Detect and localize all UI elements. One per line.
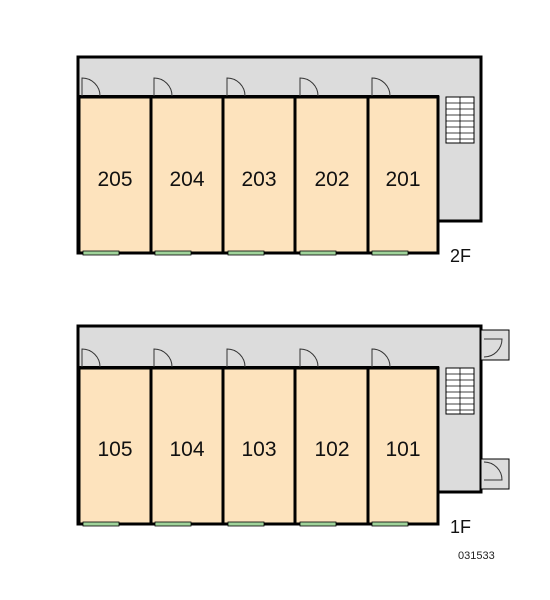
door-swing-icon (483, 338, 503, 358)
staircase-icon (445, 96, 475, 144)
room-204[interactable]: 204 (149, 95, 225, 255)
room-number: 201 (385, 168, 420, 191)
room-number: 202 (314, 168, 349, 191)
room-103[interactable]: 103 (221, 366, 297, 526)
windows-2f (82, 250, 409, 256)
room-number: 203 (241, 168, 276, 191)
room-101[interactable]: 101 (366, 366, 440, 526)
reference-code: 031533 (458, 550, 495, 562)
room-number: 105 (97, 438, 132, 461)
room-205[interactable]: 205 (77, 95, 153, 255)
windows-1f (82, 521, 409, 527)
room-number: 103 (241, 438, 276, 461)
room-104[interactable]: 104 (149, 366, 225, 526)
door-swing-icon (483, 461, 503, 481)
door-swing-icon (81, 77, 391, 97)
room-201[interactable]: 201 (366, 95, 440, 255)
room-number: 104 (169, 438, 204, 461)
room-102[interactable]: 102 (293, 366, 370, 526)
floor-label: 1F (450, 517, 471, 537)
entrance-box-bottom (480, 458, 510, 490)
floor-1f: 105 104 103 102 101 (76, 324, 510, 537)
room-202[interactable]: 202 (293, 95, 370, 255)
room-number: 102 (314, 438, 349, 461)
entrance-box-top (480, 329, 510, 361)
floor-label: 2F (450, 246, 471, 266)
room-105[interactable]: 105 (77, 366, 153, 526)
room-number: 204 (169, 168, 204, 191)
room-number: 205 (97, 168, 132, 191)
door-swing-icon (81, 348, 391, 368)
floor-2f: 205 204 203 202 201 (76, 55, 483, 266)
room-203[interactable]: 203 (221, 95, 297, 255)
room-number: 101 (385, 438, 420, 461)
staircase-icon (445, 367, 475, 415)
